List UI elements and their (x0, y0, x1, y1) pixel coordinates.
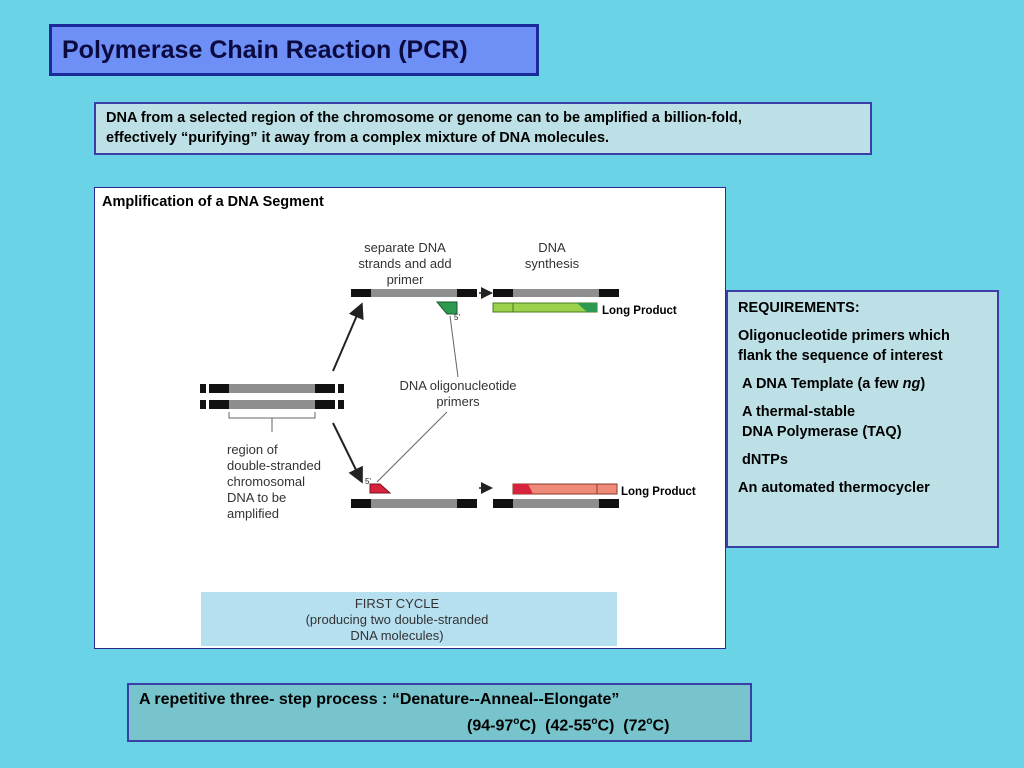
bottom-long-product (512, 483, 618, 495)
chromosome-strand-top (200, 384, 344, 393)
top-long-product (492, 302, 598, 313)
first-cycle-line-2: (producing two double-stranded (306, 612, 489, 627)
separate-label-line-3: primer (387, 272, 425, 287)
bottom-red-primer (369, 483, 392, 494)
top-green-primer (435, 301, 458, 315)
bottom-synthesis-strand (493, 499, 619, 508)
synthesis-label-line-2: synthesis (525, 256, 580, 271)
five-prime-bottom: 5' (365, 477, 371, 486)
long-product-bottom-label: Long Product (621, 486, 696, 498)
region-label-line-2: double-stranded (227, 458, 321, 473)
diagram-caption: Amplification of a DNA Segment (102, 194, 324, 210)
region-label-line-3: chromosomal (227, 474, 305, 489)
synthesis-label-line-1: DNA (538, 240, 566, 255)
intro-text-box: DNA from a selected region of the chromo… (94, 102, 872, 155)
long-product-top-label: Long Product (602, 305, 677, 317)
process-temperatures-line: (94-97oC) (42-55oC) (72oC) (467, 716, 670, 735)
five-prime-top: 5' (454, 313, 460, 322)
intro-line-2: effectively “purifying” it away from a c… (106, 130, 610, 146)
pcr-diagram: separate DNA strands and add primer DNA … (200, 240, 696, 646)
process-footer-box: A repetitive three- step process : “Dena… (127, 683, 752, 742)
primer-pointer-top (449, 315, 459, 378)
requirements-heading: REQUIREMENTS: (738, 300, 860, 316)
region-bracket (228, 412, 316, 419)
process-steps-line: A repetitive three- step process : “Dena… (139, 691, 620, 708)
intro-line-1: DNA from a selected region of the chromo… (106, 110, 742, 126)
primer-pointer-bottom (376, 411, 448, 483)
separate-label-line-2: strands and add (358, 256, 451, 271)
page-title: Polymerase Chain Reaction (PCR) (62, 35, 468, 64)
first-cycle-line-1: FIRST CYCLE (355, 596, 440, 611)
first-cycle-banner (201, 592, 617, 646)
separate-label-line-1: separate DNA (364, 240, 446, 255)
primers-label-line-2: primers (436, 394, 480, 409)
requirement-thermocycler: An automated thermocycler (738, 480, 930, 496)
arrow-down-to-bottom (332, 422, 363, 484)
requirement-template: A DNA Template (a few ng) (742, 376, 926, 392)
diagram-panel: Amplification of a DNA Segment separate … (94, 187, 726, 649)
region-label-line-1: region of (227, 442, 278, 457)
region-label-line-4: DNA to be (227, 490, 286, 505)
primers-label-line-1: DNA oligonucleotide (399, 378, 516, 393)
chromosome-strand-bottom (200, 400, 344, 409)
arrow-up-to-top (332, 302, 364, 372)
requirement-primers: Oligonucleotide primers which flank the … (738, 328, 950, 364)
top-synthesis-strand (493, 289, 619, 297)
requirements-box: REQUIREMENTS: Oligonucleotide primers wh… (726, 290, 999, 548)
region-label-line-5: amplified (227, 506, 279, 521)
bottom-template-strand (351, 499, 477, 508)
requirement-dntps: dNTPs (742, 452, 788, 468)
top-template-strand (351, 289, 477, 297)
first-cycle-line-3: DNA molecules) (350, 628, 443, 643)
title-box: Polymerase Chain Reaction (PCR) (49, 24, 539, 76)
